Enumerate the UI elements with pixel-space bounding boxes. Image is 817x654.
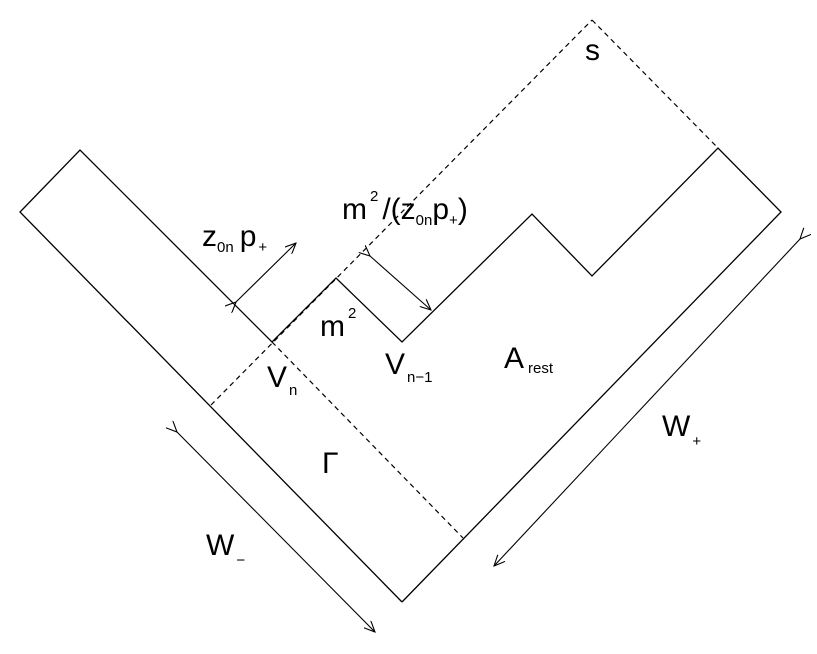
dashed-line-s-edge — [591, 19, 719, 149]
arrow-w-plus — [494, 239, 800, 566]
arrow-z0n-p-plus — [236, 243, 296, 302]
label-s: s — [585, 34, 600, 67]
dashed-line-to-s — [210, 19, 593, 406]
dashed-line-gamma — [271, 341, 464, 539]
label-w-minus: W− — [206, 529, 245, 569]
region-outline — [19, 147, 782, 603]
label-gamma: Γ — [322, 447, 339, 480]
arrow-w-minus — [177, 432, 375, 632]
arrow-m2-over — [370, 256, 431, 310]
label-w-plus: W+ — [662, 410, 701, 450]
